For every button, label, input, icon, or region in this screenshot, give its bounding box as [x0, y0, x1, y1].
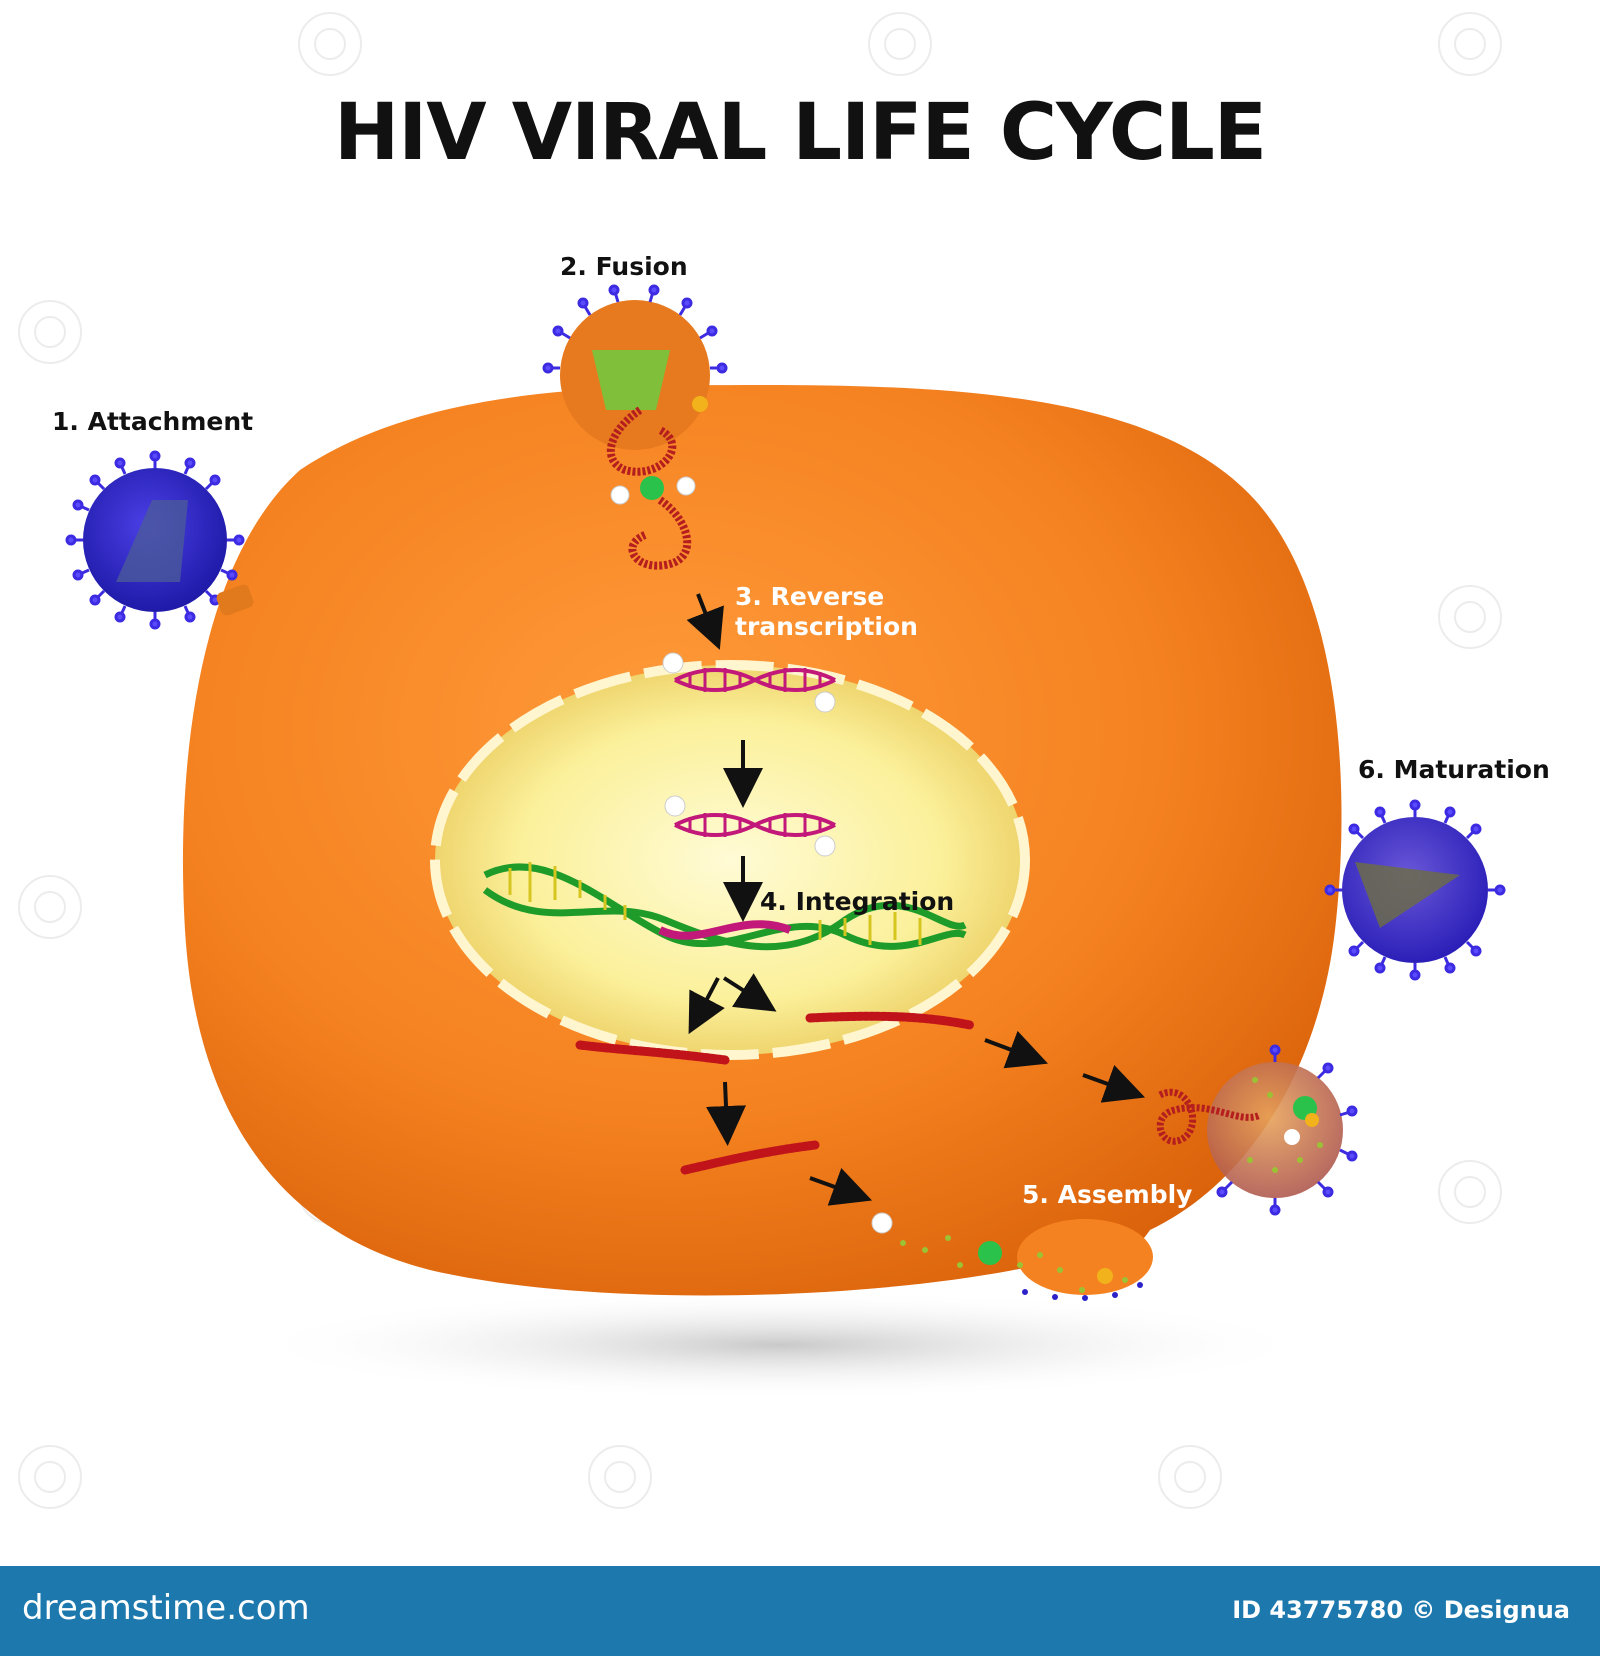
watermark-icon [18, 875, 82, 939]
watermark-icon [18, 300, 82, 364]
rna-transcripts [575, 1011, 975, 1175]
process-arrows [686, 593, 1146, 1206]
watermark-icon [868, 12, 932, 76]
footer-bar: dreamstime.com ID 43775780 © Designua [0, 1566, 1600, 1656]
watermark-icon [1438, 585, 1502, 649]
watermark-icon [1438, 12, 1502, 76]
step-reverse-transcription-label-line1: 3. Reverse [735, 582, 885, 611]
step-attachment-label: 1. Attachment [52, 407, 254, 436]
watermark-icon [1158, 1445, 1222, 1509]
watermark-icon [298, 12, 362, 76]
footer-site-link[interactable]: dreamstime.com [22, 1588, 310, 1628]
viral-dna-cytoplasm [662, 652, 836, 713]
viral-dna-nucleus [664, 795, 836, 857]
step-integration-label: 4. Integration [760, 887, 955, 916]
step-maturation-label: 6. Maturation [1358, 755, 1550, 784]
host-dna [482, 862, 967, 951]
watermark-icon [18, 1445, 82, 1509]
footer-credit: ID 43775780 © Designua [1232, 1596, 1570, 1624]
nucleus [435, 665, 1025, 1055]
step-assembly-label: 5. Assembly [1022, 1180, 1193, 1209]
step-reverse-transcription-label-line2: transcription [735, 612, 918, 641]
mature-virus [1324, 799, 1506, 981]
assembly-proteins [871, 1212, 1128, 1293]
attachment-virus [65, 450, 254, 630]
nuclear-envelope [430, 660, 1030, 1060]
hiv-life-cycle-diagram [65, 284, 1506, 1400]
diagram-title: HIV VIRAL LIFE CYCLE [333, 88, 1267, 178]
cell-shadow [240, 1290, 1320, 1400]
watermark-icon [588, 1445, 652, 1509]
watermark-icon [1438, 1160, 1502, 1224]
bud-spikes [1022, 1282, 1143, 1301]
fusion-virus [542, 284, 728, 570]
assembly-bud [1017, 1219, 1153, 1295]
step-fusion-label: 2. Fusion [560, 252, 688, 281]
budding-virion [1156, 1044, 1358, 1216]
